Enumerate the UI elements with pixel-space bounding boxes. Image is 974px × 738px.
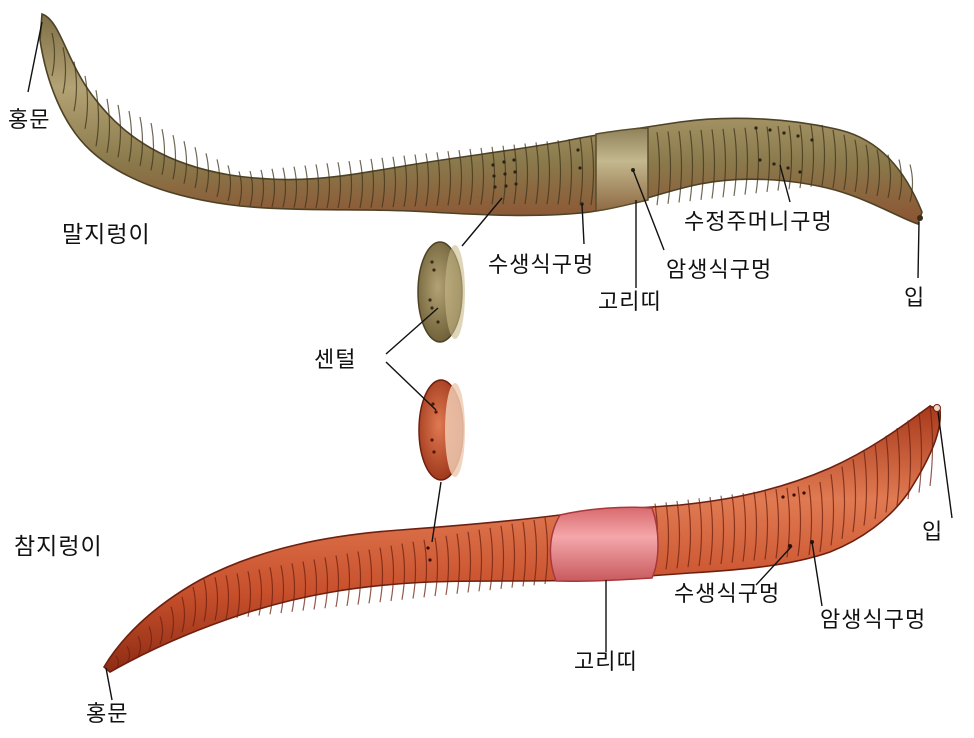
red-worm-body [104,406,940,672]
label-brown-male-pore: 수생식구멍 [488,255,594,277]
brown-segment-detail [418,242,465,342]
leader-red-mouth [938,412,952,518]
brown-worm-clitellum [596,128,648,211]
label-red-worm-name: 참지렁이 [14,536,103,559]
label-brown-sperm-pocket: 수정주머니구멍 [684,212,833,234]
red-worm [104,405,941,673]
leader-red-anus [106,668,112,700]
label-brown-mouth: 입 [904,288,925,310]
leader-brown-mouth [918,222,919,278]
brown-worm-body [40,14,922,224]
leader-lines [28,22,952,700]
label-brown-anus: 홍문 [8,110,50,132]
brown-worm [40,14,923,224]
label-red-clitellum: 고리띠 [574,652,638,674]
label-red-mouth: 입 [922,522,943,544]
label-brown-worm-name: 말지렁이 [62,224,151,247]
red-worm-mouth-tip [934,405,941,412]
label-red-anus: 홍문 [86,704,128,726]
red-worm-clitellum [550,507,658,581]
label-red-male-pore: 수생식구멍 [674,584,780,606]
leader-setae-2 [386,362,436,410]
label-brown-clitellum: 고리띠 [598,292,662,314]
leader-brown-anus [28,22,42,92]
red-segment-detail [419,380,465,480]
label-brown-female-pore: 암생식구멍 [666,260,772,282]
label-setae: 센털 [314,350,356,372]
brown-worm-mouth-tip [917,215,923,221]
label-red-female-pore: 암생식구멍 [820,610,926,632]
